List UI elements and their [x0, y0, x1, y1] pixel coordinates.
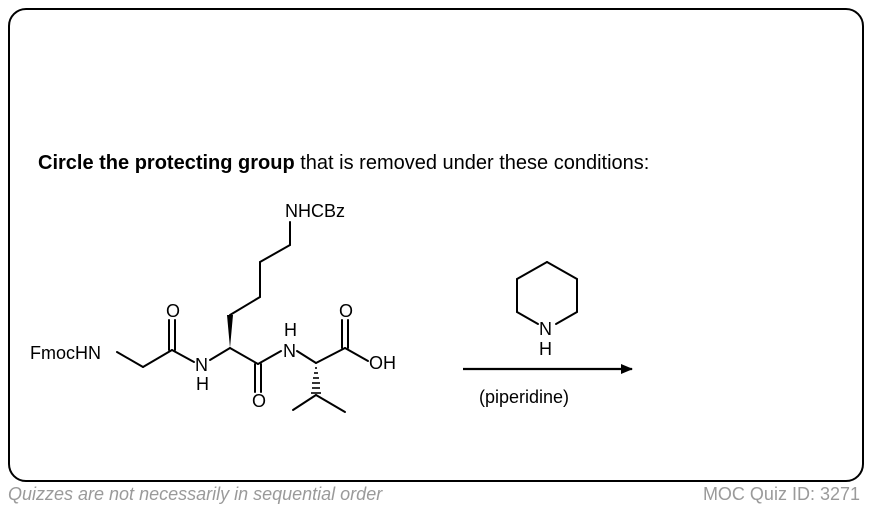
- piperidine-h: H: [539, 339, 552, 359]
- bond-side-1: [229, 296, 261, 316]
- bond-acid-oh: [344, 347, 369, 362]
- carbonyl-o-1: O: [166, 301, 180, 321]
- bond-ipr-1: [292, 394, 317, 411]
- amide-n-2: N: [283, 341, 296, 361]
- question-rest: that is removed under these conditions:: [294, 152, 650, 174]
- piperidine-ring: [516, 261, 578, 325]
- question-bold: Circle the protecting group: [38, 152, 295, 174]
- bond-alpha-carbonyl: [229, 347, 259, 365]
- amide-h-1: H: [196, 374, 209, 394]
- reagent-name: (piperidine): [479, 387, 569, 407]
- bond-alpha-cooh: [315, 347, 346, 364]
- bond-nh-alpha: [209, 347, 231, 361]
- bond-side-3: [259, 244, 291, 263]
- wedge-bond: [227, 315, 233, 348]
- amide-h-2: H: [284, 320, 297, 340]
- quiz-card: [8, 8, 864, 482]
- fmochn-label: FmocHN: [30, 343, 101, 363]
- bond-nh-alpha-2: [296, 350, 317, 364]
- carbonyl-o-2: O: [252, 391, 266, 411]
- bond-ipr-2: [315, 394, 346, 413]
- quiz-id: MOC Quiz ID: 3271: [702, 484, 860, 504]
- peptide-structure: [116, 221, 369, 413]
- bond-ch2-carbonyl: [142, 349, 173, 368]
- bond-carbonyl-nh-2: [257, 350, 282, 365]
- nhcbz-label: NHCBz: [285, 201, 345, 221]
- footer-note: Quizzes are not necessarily in sequentia…: [8, 484, 383, 504]
- bond-carbonyl-nh: [171, 349, 195, 363]
- amide-n-1: N: [195, 355, 208, 375]
- hashed-bond: [311, 367, 321, 394]
- question-text: Circle the protecting group that is remo…: [38, 152, 649, 175]
- bond-nh-ch2: [116, 351, 144, 368]
- acid-oh-label: OH: [369, 353, 396, 373]
- piperidine-n: N: [539, 319, 552, 339]
- acid-o-label: O: [339, 301, 353, 321]
